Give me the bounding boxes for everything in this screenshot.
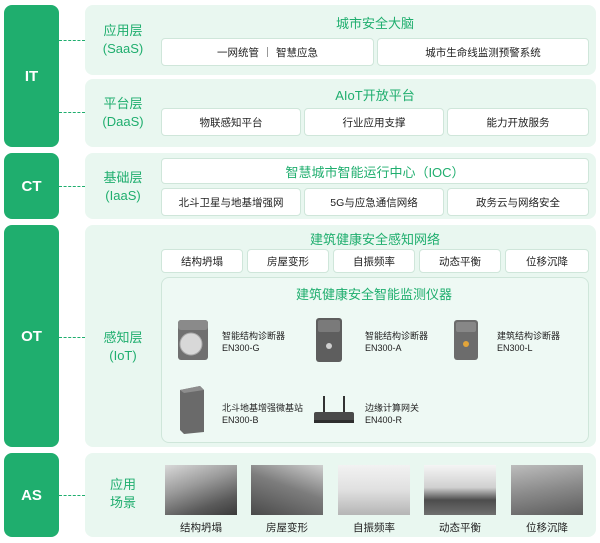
daas-layer-label: 平台层 (DaaS) <box>102 96 144 129</box>
saas-item-emergency: 智慧应急 <box>276 46 318 59</box>
daas-title: AIoT开放平台 <box>335 88 415 103</box>
iaas-title-box[interactable]: 智慧城市智能运行中心（IOC） <box>161 158 589 184</box>
daas-box-1[interactable]: 物联感知平台 <box>161 108 301 136</box>
scene-caption-5: 位移沉降 <box>526 522 568 534</box>
device-a-text: 智能结构诊断器 EN300-A <box>365 330 428 354</box>
saas-item-unified: 一网统管 <box>217 46 259 59</box>
device-model: EN400-R <box>365 415 403 425</box>
device-name: 建筑结构诊断器 <box>497 331 561 341</box>
device-b-text: 北斗地基增强微基站 EN300-B <box>222 402 303 426</box>
device-name: 北斗地基增强微基站 <box>222 403 304 413</box>
connector <box>59 495 85 496</box>
saas-item-lifeline: 城市生命线监测预警系统 <box>425 46 541 59</box>
iot-tag: 自振频率 <box>353 255 395 268</box>
iaas-item: 北斗卫星与地基增强网 <box>178 196 284 209</box>
saas-box-2[interactable]: 城市生命线监测预警系统 <box>377 38 589 66</box>
daas-item: 物联感知平台 <box>199 116 263 129</box>
scene-layer-label: 应用 场景 <box>109 477 136 510</box>
instrument-panel <box>161 277 589 443</box>
iot-tag-4[interactable]: 动态平衡 <box>419 249 501 273</box>
iot-tag: 房屋变形 <box>267 255 309 268</box>
device-name: 智能结构诊断器 <box>365 331 429 341</box>
scene-caption-3: 自振频率 <box>353 522 395 534</box>
connector <box>59 186 85 187</box>
scene-photo-collapse <box>165 465 237 515</box>
iaas-box-2[interactable]: 5G与应急通信网络 <box>304 188 444 216</box>
instrument-subtitle: 建筑健康安全智能监测仪器 <box>295 287 452 302</box>
daas-box-3[interactable]: 能力开放服务 <box>447 108 589 136</box>
iot-layer-label: 感知层 (IoT) <box>103 330 143 363</box>
scene-photo-deformation <box>251 465 323 515</box>
scene-caption-4: 动态平衡 <box>439 522 481 534</box>
connector <box>59 112 85 113</box>
base-station-icon <box>180 386 204 434</box>
edge-gateway-icon <box>314 396 354 423</box>
iaas-box-3[interactable]: 政务云与网络安全 <box>447 188 589 216</box>
iaas-layer-label: 基础层 (IaaS) <box>103 170 143 203</box>
iaas-item: 5G与应急通信网络 <box>330 196 418 209</box>
iaas-box-1[interactable]: 北斗卫星与地基增强网 <box>161 188 301 216</box>
iot-tag: 位移沉降 <box>526 255 568 268</box>
scene-photo-frequency <box>338 465 410 515</box>
iot-tag-1[interactable]: 结构坍塌 <box>161 249 243 273</box>
saas-title: 城市安全大脑 <box>335 16 414 31</box>
iot-tag-2[interactable]: 房屋变形 <box>247 249 329 273</box>
connector <box>59 337 85 338</box>
device-model: EN300-G <box>222 343 260 353</box>
scene-photo-settlement <box>511 465 583 515</box>
device-r-text: 边缘计算网关 EN400-R <box>365 402 419 426</box>
daas-box-2[interactable]: 行业应用支撑 <box>304 108 444 136</box>
iaas-item: 政务云与网络安全 <box>476 196 560 209</box>
scene-photo-balance <box>424 465 496 515</box>
device-model: EN300-B <box>222 415 259 425</box>
saas-layer-label: 应用层 (SaaS) <box>102 23 144 56</box>
device-l-text: 建筑结构诊断器 EN300-L <box>497 330 560 354</box>
ot-label: OT <box>4 225 59 447</box>
daas-item: 能力开放服务 <box>486 116 550 129</box>
as-label: AS <box>4 453 59 537</box>
device-name: 智能结构诊断器 <box>222 331 286 341</box>
scene-caption-1: 结构坍塌 <box>180 522 222 534</box>
device-model: EN300-L <box>497 343 533 353</box>
saas-box-1[interactable]: 一网统管 智慧应急 <box>161 38 374 66</box>
iot-tag: 动态平衡 <box>439 255 481 268</box>
daas-item: 行业应用支撑 <box>342 116 406 129</box>
diagnostic-device-l-icon <box>454 320 478 360</box>
diagnostic-device-a-icon <box>316 318 342 362</box>
device-g-text: 智能结构诊断器 EN300-G <box>222 330 285 354</box>
device-name: 边缘计算网关 <box>365 403 420 413</box>
iot-tag-5[interactable]: 位移沉降 <box>505 249 589 273</box>
it-label: IT <box>4 5 59 147</box>
scene-caption-2: 房屋变形 <box>266 522 308 534</box>
connector <box>59 40 85 41</box>
iot-title: 建筑健康安全感知网络 <box>309 232 440 247</box>
diagnostic-device-g-icon <box>178 320 208 360</box>
separator <box>267 47 268 57</box>
iaas-title: 智慧城市智能运行中心（IOC） <box>285 164 465 180</box>
device-model: EN300-A <box>365 343 402 353</box>
iot-tag-3[interactable]: 自振频率 <box>333 249 415 273</box>
ct-label: CT <box>4 153 59 219</box>
iot-tag: 结构坍塌 <box>181 255 223 268</box>
